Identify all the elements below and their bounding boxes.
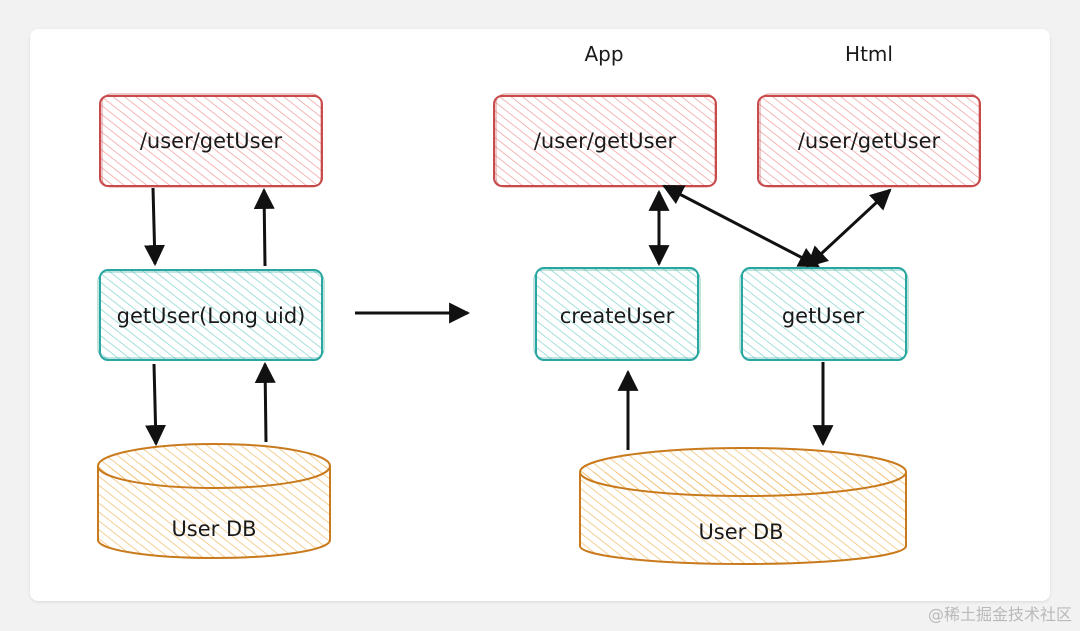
left-route-label: /user/getUser <box>139 129 283 153</box>
app-header: App <box>584 42 624 66</box>
left-route-to-service-arrow <box>144 187 165 267</box>
html-route-get-user-double-arrow <box>806 188 892 268</box>
app-route-box <box>493 93 717 188</box>
watermark: @稀土掘金技术社区 <box>927 605 1072 624</box>
html-header: Html <box>845 42 893 66</box>
left-db-cylinder <box>97 443 331 559</box>
left-service-to-db-arrow <box>145 363 167 447</box>
html-route-label: /user/getUser <box>797 129 941 153</box>
left-service-to-route-arrow <box>253 187 275 267</box>
right-db-label: User DB <box>698 520 784 544</box>
left-service-label: getUser(Long uid) <box>116 304 306 328</box>
html-route-box <box>757 93 981 188</box>
create-user-label: createUser <box>559 304 675 328</box>
left-db-label: User DB <box>171 517 257 541</box>
left-arrows <box>144 187 276 447</box>
left-route-box <box>99 93 323 188</box>
left-db-to-service-arrow <box>254 361 276 443</box>
get-user-label: getUser <box>781 304 865 328</box>
left-service-box <box>97 269 325 361</box>
app-route-get-user-double-arrow <box>662 184 820 268</box>
right-arrows <box>617 184 892 450</box>
app-route-label: /user/getUser <box>533 129 677 153</box>
get-user-box <box>739 267 909 361</box>
create-user-box <box>533 267 701 361</box>
right-db-cylinder <box>579 447 907 565</box>
